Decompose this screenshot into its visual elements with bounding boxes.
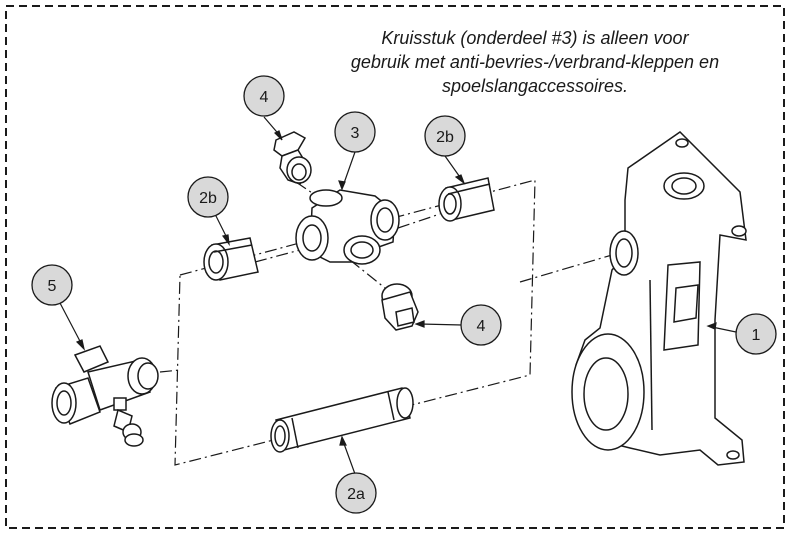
plug-part-4-bottom [381, 283, 419, 331]
callout-part-3: 3 [334, 111, 376, 153]
callout-part-4-top: 4 [243, 75, 285, 117]
callout-label: 4 [260, 89, 269, 106]
cross-fitting-part-3 [295, 189, 400, 265]
housing-part-1 [571, 131, 747, 466]
valve-part-5 [51, 345, 159, 447]
callout-label: 2b [199, 190, 217, 207]
callout-part-2b-right: 2b [424, 115, 466, 157]
callout-part-4-bottom: 4 [460, 304, 502, 346]
callout-label: 3 [351, 125, 360, 142]
short-nipple-part-2b-right [438, 177, 495, 222]
callout-part-2b-left: 2b [187, 176, 229, 218]
usage-note-line-1: Kruisstuk (onderdeel #3) is alleen voor [381, 28, 689, 48]
callout-label: 2a [347, 486, 365, 503]
usage-note: Kruisstuk (onderdeel #3) is alleen voor … [300, 26, 770, 98]
plug-part-4-top [273, 131, 312, 185]
callout-label: 1 [752, 327, 761, 344]
long-nipple-part-2a [270, 387, 414, 453]
callout-label: 4 [477, 318, 486, 335]
short-nipple-part-2b-left [203, 237, 259, 281]
callout-part-1: 1 [735, 313, 777, 355]
usage-note-line-3: spoelslangaccessoires. [441, 76, 629, 96]
callout-label: 2b [436, 129, 454, 146]
callout-part-2a: 2a [335, 472, 377, 514]
leader-lines [59, 116, 737, 475]
usage-note-line-2: gebruik met anti-bevries-/verbrand-klepp… [350, 52, 720, 72]
callout-label: 5 [48, 278, 57, 295]
callout-part-5: 5 [31, 264, 73, 306]
